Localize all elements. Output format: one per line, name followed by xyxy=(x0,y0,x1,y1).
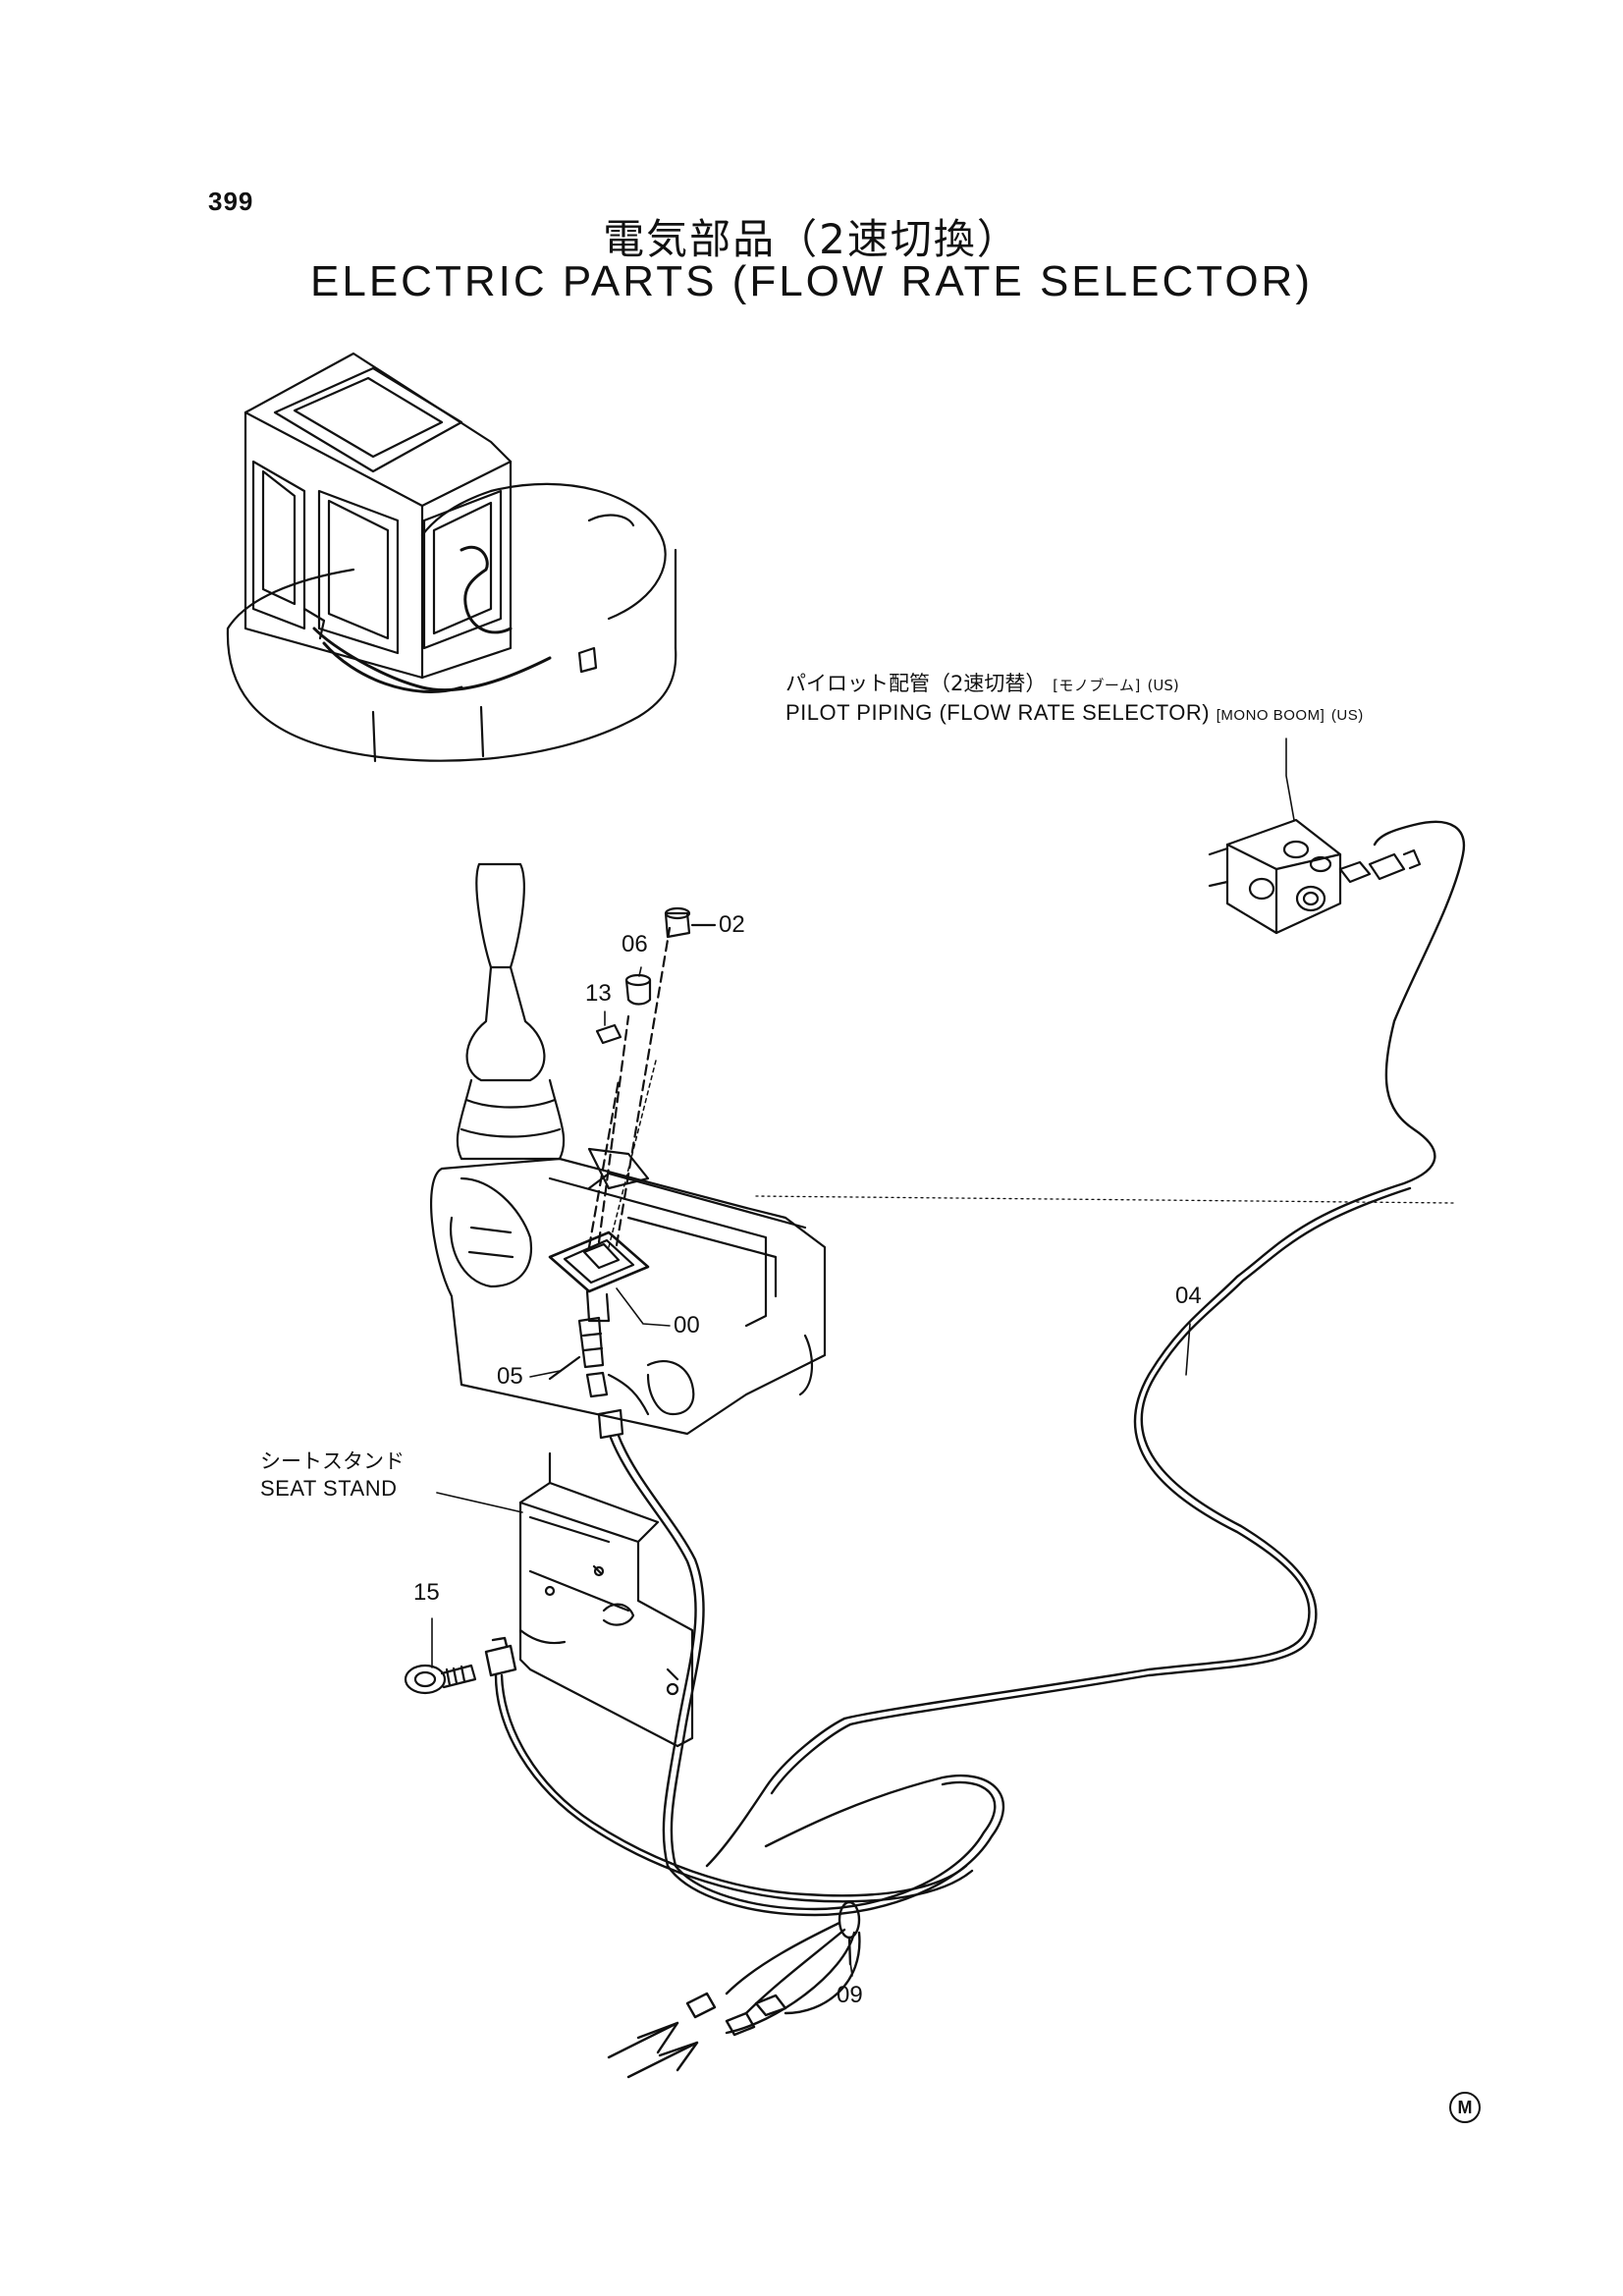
page-number: 399 xyxy=(208,187,254,216)
pilot-piping-label-en: PILOT PIPING (FLOW RATE SELECTOR) [MONO … xyxy=(785,700,1364,725)
page-title-japanese: 電気部品（2速切換） xyxy=(603,215,1020,263)
small-parts xyxy=(548,906,717,1440)
excavator-cab-illustration xyxy=(226,352,677,763)
pilot-piping-label-jp: パイロット配管（2速切替） [モノブーム] (US) xyxy=(785,672,1179,695)
part-label-00: 00 xyxy=(674,1312,700,1339)
seat-stand-label-jp: シートスタンド xyxy=(260,1449,405,1473)
part-label-15: 15 xyxy=(413,1579,440,1606)
seat-stand-illustration xyxy=(518,1451,694,1748)
manufacturer-mark: M xyxy=(1449,2092,1481,2123)
pilot-valve-illustration xyxy=(1208,738,1422,935)
page-title-english: ELECTRIC PARTS (FLOW RATE SELECTOR) xyxy=(310,257,1313,305)
part-label-13: 13 xyxy=(585,980,612,1007)
leader-lines xyxy=(431,966,1191,1977)
part-label-06: 06 xyxy=(622,931,648,957)
part-label-02: 02 xyxy=(719,911,745,938)
wire-harness-illustration xyxy=(484,820,1466,2079)
part-label-04: 04 xyxy=(1175,1283,1202,1309)
bolt-15-illustration xyxy=(404,1664,477,1695)
lever-console-illustration xyxy=(429,862,1454,1436)
part-label-09: 09 xyxy=(837,1982,863,2008)
part-label-05: 05 xyxy=(497,1363,523,1390)
seat-stand-label-en: SEAT STAND xyxy=(260,1476,398,1501)
